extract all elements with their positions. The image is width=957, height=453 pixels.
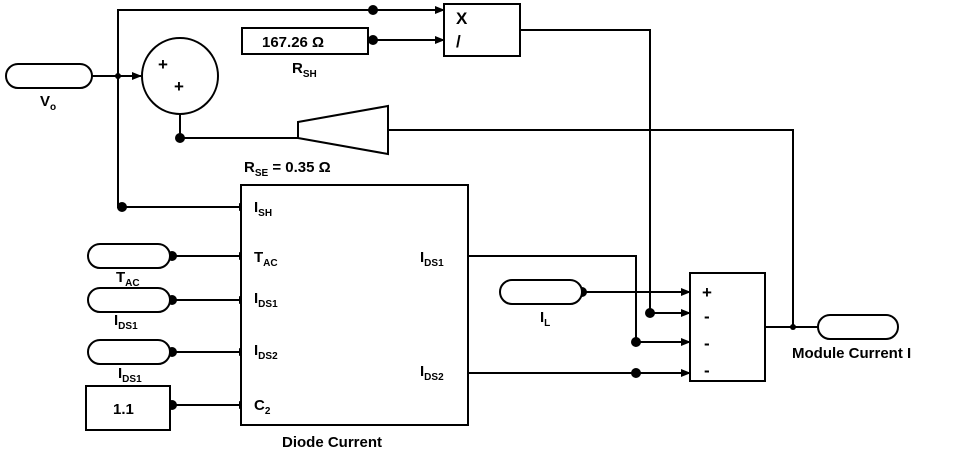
- svg-text:ISH: ISH: [254, 199, 272, 219]
- ids2-inport[interactable]: IDS1: [87, 339, 171, 385]
- svg-text:TAC: TAC: [254, 249, 278, 269]
- svg-text:/: /: [456, 32, 461, 51]
- svg-text:X: X: [456, 9, 468, 28]
- svg-text:Vo: Vo: [40, 93, 56, 113]
- svg-text:IDS2: IDS2: [420, 363, 444, 383]
- module-current-outport[interactable]: Module Current I: [792, 314, 911, 362]
- svg-text:RSE = 0.35 Ω: RSE = 0.35 Ω: [244, 159, 331, 179]
- svg-text:Module Current I: Module Current I: [792, 345, 911, 362]
- svg-text:IDS1: IDS1: [114, 312, 138, 332]
- svg-text:IDS1: IDS1: [118, 365, 142, 385]
- rsh-constant-block[interactable]: 167.26 Ω RSH: [241, 27, 369, 80]
- svg-text:+: +: [174, 77, 184, 96]
- svg-text:-: -: [704, 361, 710, 380]
- svg-text:C2: C2: [254, 397, 271, 417]
- svg-text:IL: IL: [540, 309, 550, 329]
- c2-constant-block[interactable]: 1.1: [85, 385, 171, 431]
- svg-text:+: +: [702, 283, 712, 302]
- sum-block-top[interactable]: + +: [141, 37, 219, 115]
- signal-wires: [92, 6, 818, 409]
- sum-block-output[interactable]: + - - -: [689, 272, 766, 382]
- tac-inport[interactable]: TAC: [87, 243, 171, 289]
- svg-text:IDS1: IDS1: [420, 249, 444, 269]
- svg-text:+: +: [158, 55, 168, 74]
- svg-text:-: -: [704, 334, 710, 353]
- svg-text:1.1: 1.1: [113, 401, 134, 418]
- svg-text:IDS2: IDS2: [254, 342, 278, 362]
- svg-text:IDS1: IDS1: [254, 290, 278, 310]
- il-inport[interactable]: IL: [499, 279, 583, 329]
- ids1-inport[interactable]: IDS1: [87, 287, 171, 332]
- diode-current-title: Diode Current: [282, 434, 382, 451]
- diode-current-subsystem[interactable]: ISH TAC IDS1 IDS2 C2 IDS1 IDS2 Diode Cur…: [240, 184, 469, 451]
- svg-text:167.26 Ω: 167.26 Ω: [262, 34, 324, 51]
- vo-inport[interactable]: Vo: [5, 63, 93, 113]
- svg-text:TAC: TAC: [116, 269, 140, 289]
- svg-text:RSH: RSH: [292, 60, 317, 80]
- svg-text:-: -: [704, 307, 710, 326]
- rse-gain-block[interactable]: RSE = 0.35 Ω: [244, 104, 389, 179]
- divide-block[interactable]: X /: [443, 3, 521, 57]
